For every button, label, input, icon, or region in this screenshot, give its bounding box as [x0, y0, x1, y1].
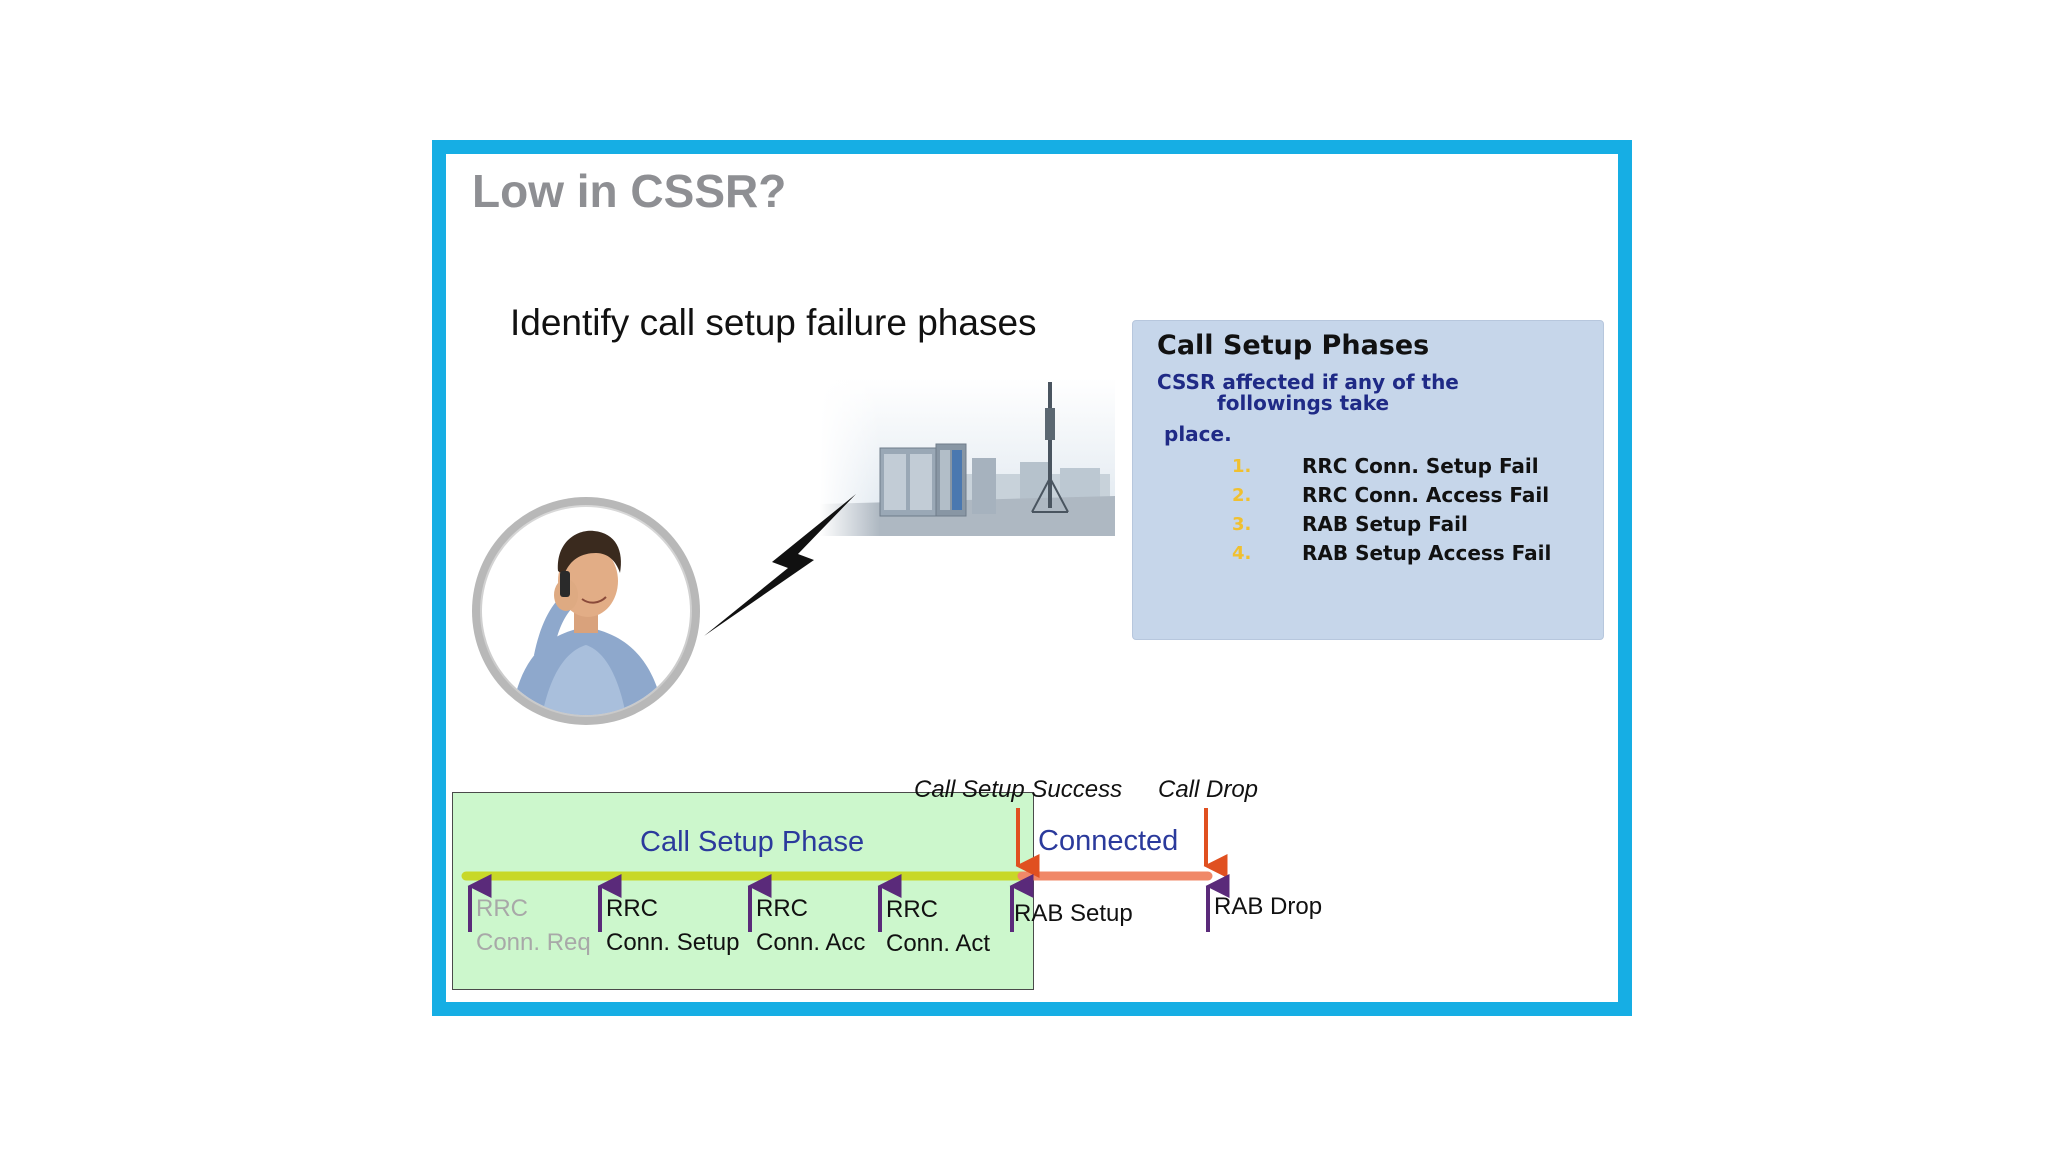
failure-item: RRC Conn. Setup Fail [1302, 454, 1539, 478]
failure-item: RAB Setup Access Fail [1302, 541, 1552, 565]
failure-item: RAB Setup Fail [1302, 512, 1468, 536]
call-setup-success-label: Call Setup Success [914, 776, 1123, 803]
slide-title: Low in CSSR? [472, 165, 787, 217]
message-label-rab-setup: RAB Setup [1014, 900, 1133, 927]
message-label-rrc-conn-acc: RRC Conn. Acc [756, 895, 866, 956]
failure-number: 4. [1232, 543, 1252, 564]
call-setup-phase-label: Call Setup Phase [640, 826, 865, 858]
failure-number: 1. [1232, 456, 1252, 477]
message-label-rab-drop: RAB Drop [1214, 893, 1323, 920]
message-label-rrc-conn-req: RRC Conn. Req [476, 895, 591, 956]
call-setup-phases-panel [1132, 320, 1604, 640]
panel-description-line: CSSR affected if any of the [1157, 370, 1459, 394]
lightning-bolt-icon [704, 494, 856, 636]
cell-site-photo [820, 378, 1115, 536]
connected-label: Connected [1038, 825, 1179, 857]
failure-number: 2. [1232, 485, 1252, 506]
message-label-rrc-conn-setup: RRC Conn. Setup [606, 895, 740, 956]
call-setup-phase-box [452, 792, 1034, 990]
failure-item: RRC Conn. Access Fail [1302, 483, 1550, 507]
message-label-rrc-conn-act: RRC Conn. Act [886, 896, 991, 957]
panel-description-line: followings take [1217, 391, 1390, 415]
failure-number: 3. [1232, 514, 1252, 535]
slide-subtitle: Identify call setup failure phases [510, 302, 1037, 343]
panel-title: Call Setup Phases [1157, 330, 1430, 361]
call-drop-label: Call Drop [1158, 776, 1259, 803]
panel-description-line: place. [1164, 422, 1232, 446]
user-photo [472, 497, 700, 725]
